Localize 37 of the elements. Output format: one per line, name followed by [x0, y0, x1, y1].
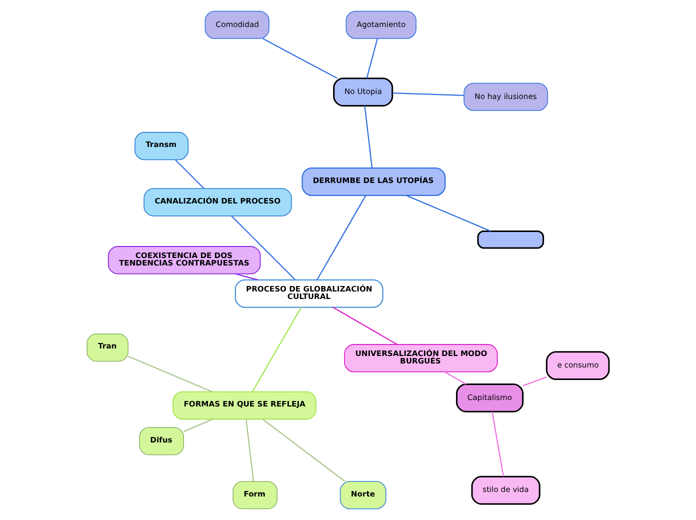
connector [231, 216, 296, 280]
connector [262, 38, 338, 79]
node-box: PROCESO DE GLOBALIZACIÓN CULTURAL [234, 279, 384, 308]
node-box: DERRUMBE DE LAS UTOPÍAS [302, 167, 446, 196]
node-box: Difus [139, 427, 184, 456]
node-box: Form [232, 481, 278, 510]
connector [364, 106, 373, 168]
connector [444, 371, 466, 385]
node-box: Tran [86, 334, 128, 362]
node-box: stilo de vida [471, 476, 540, 505]
connector [128, 356, 212, 392]
connector [235, 273, 258, 280]
connector [252, 307, 302, 392]
connector [366, 38, 378, 78]
connector [332, 306, 398, 345]
node-box: UNIVERSALIZACIÓN DEL MODO BURGUÉS [344, 344, 498, 372]
node-box: Comodidad [204, 10, 270, 39]
connector [406, 194, 491, 232]
connector [183, 418, 213, 432]
node-box: COEXISTENCIA DE DOS TENDENCIAS CONTRAPUESTAS [108, 246, 261, 274]
connector [174, 159, 204, 189]
node-box: Capitalismo [456, 383, 524, 412]
node-box: CANALIZACIÓN DEL PROCESO [144, 188, 292, 216]
node-box: FORMAS EN QUE SE REFLEJA [172, 391, 316, 420]
connector [262, 418, 346, 482]
connector [316, 195, 366, 280]
node-box: No hay ilusiones [464, 82, 548, 111]
connector [522, 376, 547, 386]
connector [246, 419, 254, 482]
node-box: No Utopia [333, 78, 394, 106]
node-box: e consumo [546, 351, 610, 380]
connector [492, 412, 504, 476]
connector [392, 92, 464, 96]
node-box: Norte [340, 481, 386, 510]
node-box: Agotamiento [346, 10, 416, 39]
node-box [477, 230, 544, 249]
node-box: Transm [134, 132, 189, 160]
